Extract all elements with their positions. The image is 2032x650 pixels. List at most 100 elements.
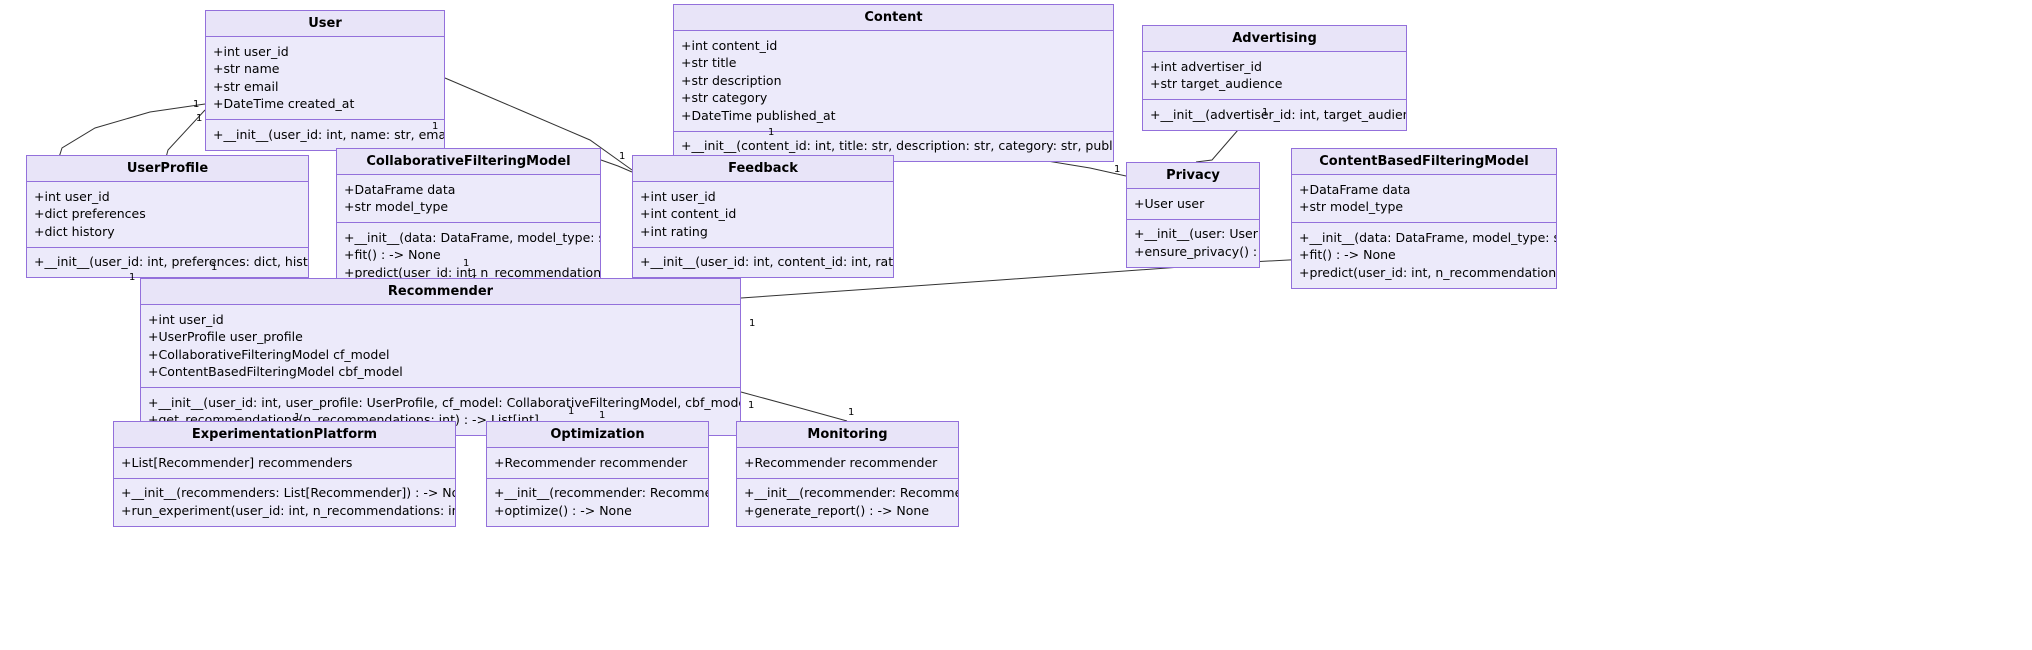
multiplicity-label: 1 — [196, 113, 203, 124]
association-edge — [740, 391, 848, 422]
class-name: ExperimentationPlatform — [114, 422, 455, 448]
attribute-row: +Recommender recommender — [494, 454, 688, 470]
class-name: Optimization — [487, 422, 708, 448]
method-row: +__init__(data: DataFrame, model_type: s… — [1299, 229, 1556, 245]
method-row: +predict(user_id: int, n_recommendations… — [1299, 264, 1557, 280]
methods-compartment: +__init__(data: DataFrame, model_type: s… — [1292, 223, 1556, 288]
class-name: Feedback — [633, 156, 893, 182]
attributes-compartment: +List[Recommender] recommenders — [114, 448, 455, 479]
method-row: +run_experiment(user_id: int, n_recommen… — [121, 502, 455, 518]
multiplicity-label: 1 — [768, 127, 775, 138]
attribute-row: +int user_id — [213, 43, 289, 59]
attribute-row: +ContentBasedFilteringModel cbf_model — [148, 364, 403, 379]
uml-class-optimization[interactable]: Optimization +Recommender recommender +__i… — [486, 421, 709, 527]
uml-class-recommender[interactable]: Recommender +int user_id +UserProfile user… — [140, 278, 741, 436]
attributes-compartment: +Recommender recommender — [737, 448, 958, 479]
method-row: +fit() : -> None — [1299, 247, 1396, 262]
attribute-row: +str description — [681, 72, 782, 88]
uml-class-feedback[interactable]: Feedback+int user_id+int content_id+int … — [632, 155, 894, 278]
method-row: +__init__(recommenders: List[Recommender… — [121, 485, 456, 500]
attribute-row: +int content_id — [640, 206, 737, 221]
uml-class-privacy[interactable]: Privacy +User user +__init__(user: User) :… — [1126, 162, 1260, 268]
methods-compartment: +__init__(data: DataFrame, model_type: s… — [337, 223, 600, 288]
multiplicity-label: 1 — [619, 151, 626, 162]
attribute-row: +str email — [213, 78, 279, 94]
methods-compartment: +__init__(recommenders: List[Recommender… — [114, 479, 455, 526]
attribute-row: +List[Recommender] recommenders — [121, 454, 353, 470]
attribute-row: +CollaborativeFilteringModel cf_model — [148, 346, 390, 362]
method-row: +optimize() : -> None — [494, 502, 632, 518]
attribute-row: +DataFrame data — [344, 181, 456, 197]
attribute-row: +str category — [681, 90, 768, 105]
method-row: +fit() : -> None — [344, 247, 441, 262]
attribute-row: +str target_audience — [1150, 76, 1283, 91]
attribute-row: +int user_id — [34, 188, 110, 204]
multiplicity-label: 1 — [599, 410, 606, 421]
attribute-row: +DataFrame data — [1299, 181, 1411, 197]
uml-class-cbfmodel[interactable]: ContentBasedFilteringModel+DataFrame dat… — [1291, 148, 1557, 289]
class-name: Monitoring — [737, 422, 958, 448]
method-row: +__init__(advertiser_id: int, target_aud… — [1150, 106, 1406, 122]
method-row: +__init__(content_id: int, title: str, d… — [681, 138, 1113, 153]
multiplicity-label: 1 — [432, 121, 439, 132]
method-row: +__init__(user_id: int, content_id: int,… — [640, 254, 894, 269]
class-name: Recommender — [141, 279, 740, 305]
method-row: +__init__(recommender: Recommender) : ->… — [744, 485, 958, 500]
attribute-row: +int user_id — [640, 188, 716, 204]
attribute-row: +dict history — [34, 223, 115, 239]
multiplicity-label: 1 — [848, 407, 855, 418]
attribute-row: +dict preferences — [34, 206, 146, 221]
method-row: +ensure_privacy() : -> None — [1134, 243, 1259, 259]
methods-compartment: +__init__(user_id: int, name: str, email… — [206, 120, 444, 150]
uml-class-userprofile[interactable]: UserProfile +int user_id +dict preferences… — [26, 155, 309, 278]
methods-compartment: +__init__(user_id: int, content_id: int,… — [633, 248, 893, 278]
attributes-compartment: +Recommender recommender — [487, 448, 708, 479]
method-row: +__init__(user_id: int, preferences: dic… — [34, 254, 308, 269]
class-name: User — [206, 11, 444, 37]
association-edge — [600, 159, 633, 173]
attributes-compartment: +DataFrame data +str model_type — [1292, 175, 1556, 223]
class-name: Content — [674, 5, 1113, 31]
attributes-compartment: +DataFrame data+str model_type — [337, 175, 600, 223]
methods-compartment: +__init__(advertiser_id: int, target_aud… — [1143, 100, 1406, 130]
method-row: +generate_report() : -> None — [744, 502, 930, 518]
methods-compartment: +__init__(recommender: Recommender) : ->… — [487, 479, 708, 526]
uml-class-user[interactable]: User+int user_id+str name+str email+Date… — [205, 10, 445, 151]
attributes-compartment: +int user_id+str name+str email+DateTime… — [206, 37, 444, 120]
attributes-compartment: +int content_id+str title+str descriptio… — [674, 31, 1113, 132]
method-row: +__init__(user_id: int, name: str, email… — [213, 126, 445, 142]
multiplicity-label: 1 — [749, 318, 756, 329]
uml-class-experimentation[interactable]: ExperimentationPlatform +List[Recommender… — [113, 421, 456, 527]
uml-class-monitoring[interactable]: Monitoring +Recommender recommender +__ini… — [736, 421, 959, 527]
attribute-row: +int rating — [640, 223, 708, 239]
methods-compartment: +__init__(user_id: int, preferences: dic… — [27, 248, 308, 278]
multiplicity-label: 1 — [471, 268, 478, 279]
multiplicity-label: 1 — [1114, 164, 1121, 175]
method-row: +__init__(user_id: int, user_profile: Us… — [148, 394, 740, 410]
class-name: Advertising — [1143, 26, 1406, 52]
class-name: UserProfile — [27, 156, 308, 182]
uml-class-cfmodel[interactable]: CollaborativeFilteringModel+DataFrame da… — [336, 148, 601, 289]
multiplicity-label: 1 — [129, 272, 136, 283]
attribute-row: +UserProfile user_profile — [148, 329, 303, 344]
attribute-row: +str model_type — [1299, 199, 1404, 214]
method-row: +__init__(data: DataFrame, model_type: s… — [344, 229, 600, 245]
attribute-row: +DateTime created_at — [213, 96, 355, 111]
attributes-compartment: +User user — [1127, 189, 1259, 220]
multiplicity-label: 1 — [463, 258, 470, 269]
attribute-row: +int user_id — [148, 311, 224, 327]
attribute-row: +Recommender recommender — [744, 454, 938, 470]
multiplicity-label: 1 — [568, 406, 575, 417]
class-name: ContentBasedFilteringModel — [1292, 149, 1556, 175]
class-name: CollaborativeFilteringModel — [337, 149, 600, 175]
attribute-row: +User user — [1134, 195, 1205, 211]
attributes-compartment: +int user_id +int content_id +int rating — [633, 182, 893, 248]
uml-class-content[interactable]: Content+int content_id+str title+str des… — [673, 4, 1114, 162]
class-name: Privacy — [1127, 163, 1259, 189]
multiplicity-label: 1 — [193, 99, 200, 110]
uml-class-advertising[interactable]: Advertising+int advertiser_id+str target… — [1142, 25, 1407, 131]
method-row: +__init__(user: User) : -> None — [1134, 226, 1260, 241]
methods-compartment: +__init__(user: User) : -> None +ensure_p… — [1127, 220, 1259, 267]
method-row: +predict(user_id: int, n_recommendations… — [344, 264, 601, 280]
